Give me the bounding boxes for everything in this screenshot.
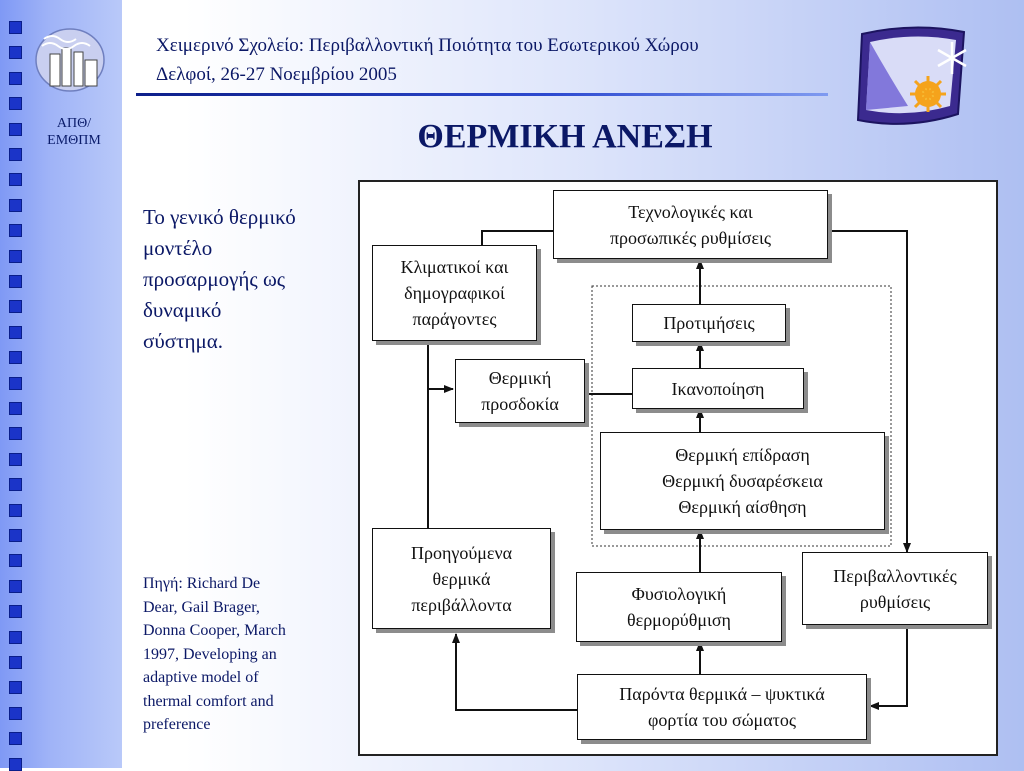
- sidebar-square: [9, 402, 22, 415]
- sidebar-square: [9, 325, 22, 339]
- body-text: Το γενικό θερμικό μοντέλο προσαρμογής ως…: [143, 202, 343, 357]
- node-technological-adjustments: Τεχνολογικές και προσωπικές ρυθμίσεις: [553, 190, 828, 259]
- node-satisfaction: Ικανοποίηση: [632, 368, 804, 409]
- node-text-line: θερμορύθμιση: [627, 610, 731, 630]
- sidebar-square: [9, 478, 22, 492]
- sidebar-square: [9, 529, 22, 542]
- body-line: μοντέλο: [143, 236, 213, 260]
- sidebar: [0, 0, 122, 771]
- sidebar-square: [9, 503, 22, 517]
- node-text-line: Ικανοποίηση: [671, 378, 765, 399]
- sidebar-square: [9, 21, 22, 34]
- node-text-line: περιβάλλοντα: [411, 594, 512, 615]
- node-text-line: Φυσιολογική: [631, 584, 727, 604]
- institution-label-line1: ΑΠΘ/: [56, 116, 92, 131]
- node-body-thermal-loads: Παρόντα θερμικά – ψυκτικά φορτία του σώμ…: [577, 674, 867, 740]
- source-line: Donna Cooper, March: [143, 622, 286, 639]
- node-previous-thermal-environments: Προηγούμενα θερμικά περιβάλλοντα: [372, 528, 551, 629]
- source-citation: Πηγή: Richard De Dear, Gail Brager, Donn…: [143, 572, 333, 737]
- body-line: προσαρμογής ως: [143, 267, 286, 291]
- header-divider: [136, 93, 828, 96]
- sidebar-square: [9, 554, 22, 568]
- node-text-line: προσωπικές ρυθμίσεις: [609, 227, 772, 248]
- thermal-comfort-logo: [856, 26, 967, 125]
- node-text-line: Περιβαλλοντικές: [833, 565, 957, 586]
- node-text-line: Θερμική επίδραση: [675, 445, 810, 465]
- node-climatic-demographic-factors: Κλιματικοί και δημογραφικοί παράγοντες: [372, 245, 537, 341]
- sidebar-square: [9, 71, 22, 85]
- sidebar-square: [9, 732, 22, 746]
- sidebar-square: [9, 579, 22, 593]
- header-event-title: Χειμερινό Σχολείο: Περιβαλλοντική Ποιότη…: [156, 35, 699, 56]
- node-thermal-impact: Θερμική επίδραση Θερμική δυσαρέσκεια Θερ…: [600, 432, 885, 530]
- node-preferences: Προτιμήσεις: [632, 304, 786, 342]
- node-text-line: Κλιματικοί και: [400, 257, 509, 277]
- sidebar-square: [9, 122, 22, 136]
- source-line: preference: [143, 716, 211, 733]
- source-line: Πηγή: Richard De: [143, 575, 261, 592]
- sidebar-square: [9, 427, 22, 441]
- sidebar-square: [9, 681, 22, 695]
- slide-title: ΘΕΡΜΙΚΗ ΑΝΕΣΗ: [417, 118, 713, 155]
- node-text-line: Θερμική αίσθηση: [678, 497, 807, 517]
- node-text-line: θερμικά: [432, 568, 491, 589]
- sidebar-square: [9, 757, 22, 771]
- header-event-date: Δελφοί, 26-27 Νοεμβρίου 2005: [156, 64, 397, 85]
- source-line: 1997, Developing an: [143, 645, 277, 663]
- sidebar-square: [9, 656, 22, 669]
- node-text-line: ρυθμίσεις: [859, 591, 931, 612]
- body-line: σύστημα.: [143, 329, 223, 353]
- node-text-line: προσδοκία: [481, 394, 559, 414]
- node-text-line: δημογραφικοί: [404, 283, 505, 303]
- node-text-line: φορτία του σώματος: [647, 710, 796, 730]
- institution-label-line2: ΕΜΘΠΜ: [47, 133, 101, 148]
- sidebar-square: [9, 452, 22, 466]
- sidebar-square: [9, 605, 22, 619]
- node-text-line: Θερμική δυσαρέσκεια: [662, 471, 823, 491]
- sidebar-square: [9, 173, 22, 187]
- sidebar-square: [9, 224, 22, 238]
- node-text-line: Προτιμήσεις: [663, 313, 755, 333]
- sidebar-square: [9, 249, 22, 263]
- sidebar-square: [9, 275, 22, 288]
- node-text-line: Προηγούμενα: [410, 542, 513, 563]
- node-text-line: παράγοντες: [412, 309, 497, 329]
- sidebar-square: [9, 198, 22, 212]
- institution-label: ΑΠΘ/ ΕΜΘΠΜ: [30, 115, 118, 149]
- sidebar-square: [9, 97, 22, 111]
- node-environmental-adjustments: Περιβαλλοντικές ρυθμίσεις: [802, 552, 988, 625]
- institute-logo: [35, 28, 105, 92]
- node-text-line: Θερμική: [488, 368, 552, 388]
- sidebar-square: [9, 46, 22, 60]
- source-line: adaptive model of: [143, 669, 259, 686]
- source-line: Dear, Gail Brager,: [143, 598, 260, 616]
- source-line: thermal comfort and: [143, 692, 274, 710]
- sidebar-square: [9, 706, 22, 720]
- sidebar-square: [9, 630, 22, 644]
- node-text-line: Παρόντα θερμικά – ψυκτικά: [619, 684, 825, 704]
- sidebar-square: [9, 376, 22, 390]
- node-text-line: Τεχνολογικές και: [628, 201, 753, 222]
- node-thermal-expectation: Θερμική προσδοκία: [455, 359, 585, 423]
- sidebar-square: [9, 351, 22, 365]
- node-physiological-thermoregulation: Φυσιολογική θερμορύθμιση: [576, 572, 782, 642]
- sidebar-square: [9, 300, 22, 314]
- sidebar-square: [9, 148, 22, 161]
- body-line: δυναμικό: [143, 298, 222, 322]
- body-line: Το γενικό θερμικό: [143, 205, 296, 229]
